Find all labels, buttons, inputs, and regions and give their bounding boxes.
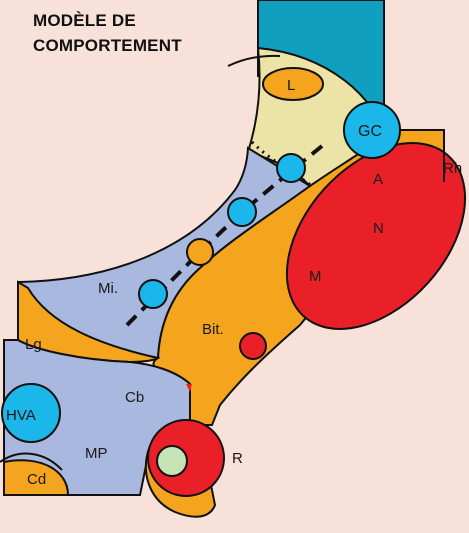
label-cb: Cb [125,389,144,406]
label-mi: Mi. [98,280,118,297]
label-m: M [309,268,322,285]
label-rh: Rh [443,160,462,177]
title-line-2: COMPORTEMENT [33,33,182,58]
label-cd: Cd [27,471,46,488]
label-bit: Bit. [202,321,224,338]
label-mp: MP [85,445,108,462]
label-l: L [287,77,295,94]
label-lg: Lg [25,336,42,353]
pathway-dot-3 [187,239,213,265]
label-gc: GC [358,123,382,140]
label-hva: HVA [6,407,36,424]
pathway-dot-1 [277,154,305,182]
label-a: A [373,171,383,188]
r-inner-circle [157,446,187,476]
title-line-1: MODÈLE DE [33,8,182,33]
label-n: N [373,220,384,237]
pathway-dot-2 [228,198,256,226]
bit-dot [240,333,266,359]
pathway-dot-4 [139,280,167,308]
diagram-title: MODÈLE DE COMPORTEMENT [33,8,182,58]
label-r: R [232,450,243,467]
